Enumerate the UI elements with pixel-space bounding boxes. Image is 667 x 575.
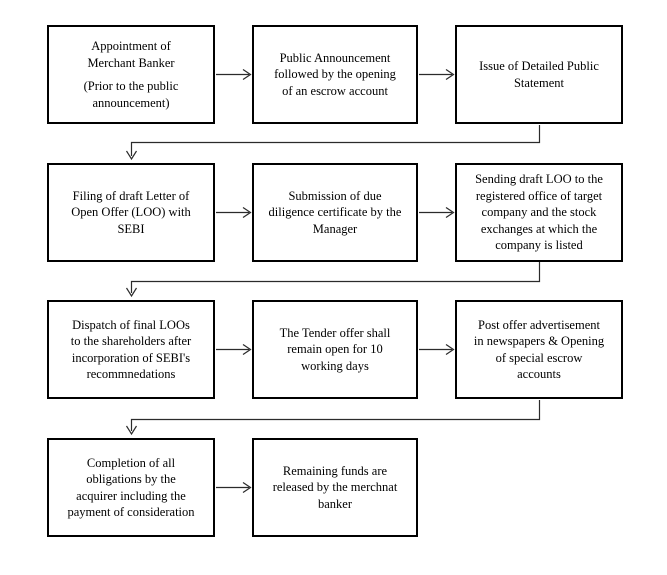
flow-box-text: Sending draft LOO to the registered offi…: [475, 172, 603, 253]
flow-box-filing-draft-loo: Filing of draft Letter of Open Offer (LO…: [47, 163, 215, 262]
connector-post-offer-advertisement-to-completion: [125, 400, 541, 436]
flow-box-text: Filing of draft Letter of Open Offer (LO…: [71, 188, 191, 236]
connector-sending-draft-loo-to-dispatch-final-loos: [125, 262, 541, 298]
flow-box-due-diligence-certificate: Submission of due diligence certificate …: [252, 163, 418, 262]
flow-box-text: Post offer advertisement in newspapers &…: [473, 317, 605, 382]
arrow-due-diligence-to-sending-draft-loo: [419, 207, 455, 218]
connector-detailed-statement-to-filing-draft-loo: [125, 125, 541, 161]
flow-box-text: Appointment of Merchant Banker: [87, 39, 175, 70]
flow-box-appointment-merchant-banker: Appointment of Merchant Banker (Prior to…: [47, 25, 215, 124]
flow-box-post-offer-advertisement: Post offer advertisement in newspapers &…: [455, 300, 623, 399]
flow-box-text: The Tender offer shall remain open for 1…: [279, 325, 391, 373]
flow-box-subtext: (Prior to the public announcement): [83, 79, 179, 110]
flow-box-dispatch-final-loos: Dispatch of final LOOs to the shareholde…: [47, 300, 215, 399]
flow-box-text: Issue of Detailed Public Statement: [479, 59, 599, 90]
arrow-appointment-to-public-announcement: [216, 69, 252, 80]
flow-box-detailed-public-statement: Issue of Detailed Public Statement: [455, 25, 623, 124]
arrow-tender-offer-to-post-offer-advertisement: [419, 344, 455, 355]
flow-box-text: Dispatch of final LOOs to the shareholde…: [70, 317, 192, 382]
flow-box-completion-of-obligations: Completion of all obligations by the acq…: [47, 438, 215, 537]
arrow-filing-draft-loo-to-due-diligence: [216, 207, 252, 218]
arrow-dispatch-final-loos-to-tender-offer: [216, 344, 252, 355]
flow-box-public-announcement: Public Announcement followed by the open…: [252, 25, 418, 124]
flow-box-tender-offer-open: The Tender offer shall remain open for 1…: [252, 300, 418, 399]
flow-box-text: Remaining funds are released by the merc…: [272, 463, 398, 511]
arrow-public-announcement-to-detailed-statement: [419, 69, 455, 80]
flow-box-text: Completion of all obligations by the acq…: [67, 455, 195, 520]
flow-box-sending-draft-loo: Sending draft LOO to the registered offi…: [455, 163, 623, 262]
flow-box-remaining-funds-released: Remaining funds are released by the merc…: [252, 438, 418, 537]
flow-box-text: Submission of due diligence certificate …: [268, 188, 402, 236]
arrow-completion-to-remaining-funds: [216, 482, 252, 493]
flow-box-text: Public Announcement followed by the open…: [274, 50, 396, 98]
